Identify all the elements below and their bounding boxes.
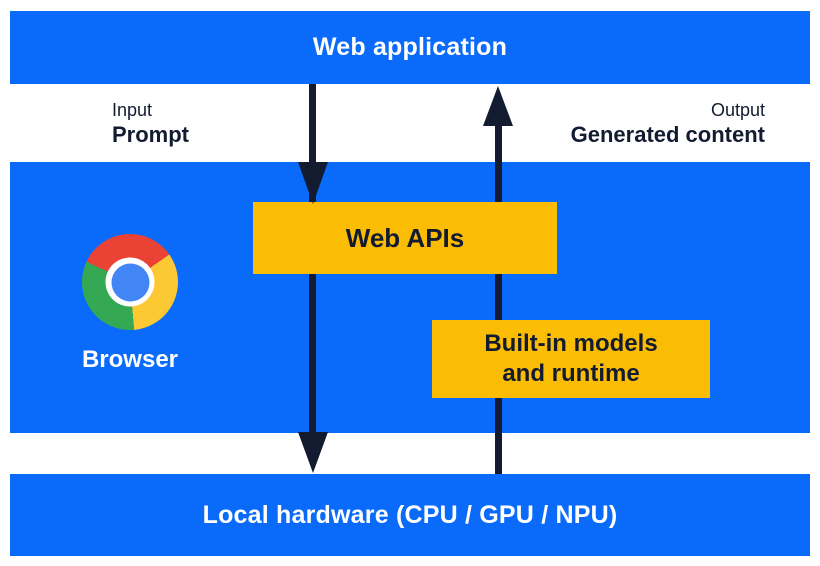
input-caption: Input xyxy=(112,100,153,120)
chrome-icon-ring xyxy=(105,257,155,307)
down-arrowhead-into-hardware xyxy=(298,432,328,473)
local-hardware-label: Local hardware (CPU / GPU / NPU) xyxy=(202,500,618,529)
prompt-label: Prompt xyxy=(112,122,189,147)
output-label-block: Output Generated content xyxy=(571,99,765,148)
browser-label: Browser xyxy=(81,346,179,373)
web-application-bar: Web application xyxy=(10,11,810,84)
down-arrowhead-into-web-apis xyxy=(298,162,328,204)
input-label-block: Input Prompt xyxy=(112,99,189,148)
builtin-models-line1: Built-in models xyxy=(484,330,658,357)
web-apis-label: Web APIs xyxy=(345,222,465,253)
builtin-models-box: Built-in models and runtime xyxy=(432,320,710,398)
generated-content-label: Generated content xyxy=(570,122,765,147)
chrome-icon-core xyxy=(111,263,149,301)
chrome-icon xyxy=(82,234,178,330)
output-caption: Output xyxy=(710,100,765,120)
builtin-models-line2: and runtime xyxy=(502,360,640,387)
local-hardware-bar: Local hardware (CPU / GPU / NPU) xyxy=(10,474,810,556)
web-application-label: Web application xyxy=(312,33,508,61)
web-apis-box: Web APIs xyxy=(253,202,557,274)
builtin-models-label: Built-in models and runtime xyxy=(484,329,657,389)
up-arrowhead-into-web-application xyxy=(483,86,513,126)
up-arrow-line xyxy=(495,122,502,474)
